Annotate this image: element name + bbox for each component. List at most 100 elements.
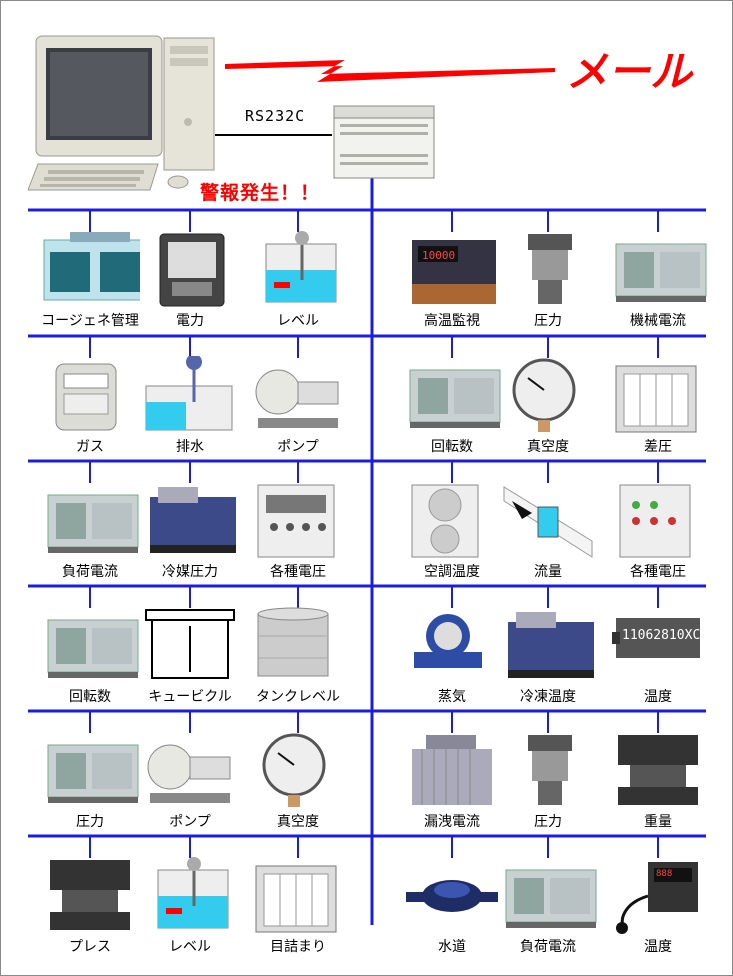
device-pressure-3	[498, 731, 598, 811]
rs232c-label: RS232C	[245, 107, 306, 125]
device-label: 圧力	[534, 313, 562, 329]
device-label: 温度	[644, 689, 672, 705]
device-label: レベル	[169, 939, 211, 955]
machine-icon	[505, 869, 597, 928]
device-drainage	[140, 354, 240, 436]
device-voltage	[248, 481, 348, 561]
device-label: 電力	[176, 313, 204, 329]
alarm-label: 警報発生！！	[200, 182, 321, 204]
machine-icon	[47, 744, 139, 803]
bolt-icon	[225, 60, 555, 82]
device-label: 機械電流	[630, 313, 686, 329]
device-label: 圧力	[534, 814, 562, 830]
water-meter-icon	[406, 880, 498, 912]
gas-meter-icon	[55, 363, 117, 431]
device-label: 冷凍温度	[520, 689, 576, 705]
device-voltage-2	[608, 481, 708, 561]
device-label: 空調温度	[424, 564, 480, 580]
panel-icon	[43, 232, 155, 301]
device-load-current	[40, 481, 140, 561]
tank-icon	[265, 231, 337, 303]
steam-meter-icon	[414, 614, 482, 668]
pump-icon	[147, 744, 231, 803]
device-label: 重量	[644, 814, 672, 830]
device-rotation-2	[40, 606, 140, 686]
press-icon	[50, 860, 130, 930]
device-pump	[248, 356, 348, 436]
device-level	[248, 230, 348, 310]
device-label: タンクレベル	[256, 689, 340, 705]
temp-module-icon	[612, 618, 700, 658]
device-label: 高温監視	[424, 313, 480, 329]
meter-icon	[159, 233, 225, 307]
device-cogeneration	[40, 230, 155, 310]
device-weight	[608, 731, 708, 811]
device-clogging	[248, 856, 348, 936]
compressor-icon	[150, 487, 236, 553]
svg-text:10000: 10000	[422, 249, 455, 262]
device-rotation	[402, 356, 502, 436]
device-pressure-2	[40, 731, 140, 811]
device-label: 回転数	[69, 689, 111, 705]
device-label: 各種電圧	[630, 564, 686, 580]
device-label: 目詰まり	[270, 939, 326, 955]
filter-icon	[255, 865, 337, 933]
device-ac-temp	[402, 481, 502, 561]
aircon-icon	[411, 484, 479, 558]
device-water	[402, 856, 502, 936]
drain-icon	[145, 354, 233, 431]
device-label: 冷媒圧力	[162, 564, 218, 580]
device-temperature-2: 888	[608, 856, 708, 936]
device-press	[40, 856, 140, 936]
device-gas	[40, 356, 140, 436]
device-level-2	[140, 856, 240, 936]
device-load-current-2	[498, 856, 598, 936]
device-label: 差圧	[644, 439, 672, 455]
tank-icon	[157, 857, 229, 929]
device-label: 排水	[176, 439, 204, 455]
device-tank-level	[248, 606, 348, 686]
device-label: 真空度	[277, 814, 319, 830]
device-vacuum	[498, 356, 598, 436]
device-label: 圧力	[76, 814, 104, 830]
device-high-temp: 10000	[402, 230, 502, 310]
gauge-icon	[262, 733, 326, 807]
device-steam	[402, 606, 502, 686]
device-flow	[498, 481, 598, 561]
device-temperature: 11062810XC	[608, 606, 708, 686]
cubicle-icon	[145, 609, 235, 679]
device-label: 水道	[438, 939, 466, 955]
device-label: 真空度	[527, 439, 569, 455]
device-cubicle	[140, 606, 240, 686]
gauge-icon	[512, 358, 576, 432]
device-label: キュービクル	[148, 689, 232, 705]
machine-icon	[47, 494, 139, 553]
filter-icon	[615, 365, 697, 433]
device-differential-pressure	[608, 356, 708, 436]
device-machine-current	[608, 230, 708, 310]
machine-icon	[409, 369, 501, 428]
device-label: 負荷電流	[520, 939, 576, 955]
machine-icon	[47, 619, 139, 678]
pump-icon	[255, 369, 339, 428]
compressor-icon	[508, 612, 594, 678]
device-label: コージェネ管理	[41, 313, 139, 329]
device-freezer-temp	[498, 606, 598, 686]
device-label: ポンプ	[277, 439, 319, 455]
controller-small-icon	[616, 862, 698, 934]
device-label: ガス	[76, 439, 104, 455]
device-label: 蒸気	[438, 689, 466, 705]
cabinet-icon	[619, 484, 691, 558]
sensor-icon	[528, 735, 572, 805]
device-display-text: 11062810XC	[622, 628, 701, 643]
press-icon	[618, 735, 698, 805]
drum-icon	[257, 607, 329, 677]
switchboard-icon	[257, 484, 335, 558]
device-vacuum-2	[248, 731, 348, 811]
mail-label: メール	[566, 47, 693, 96]
device-refrigerant-pressure	[140, 481, 240, 561]
transformer-icon	[412, 735, 492, 805]
sensor-icon	[528, 234, 572, 304]
device-pump-2	[140, 731, 240, 811]
